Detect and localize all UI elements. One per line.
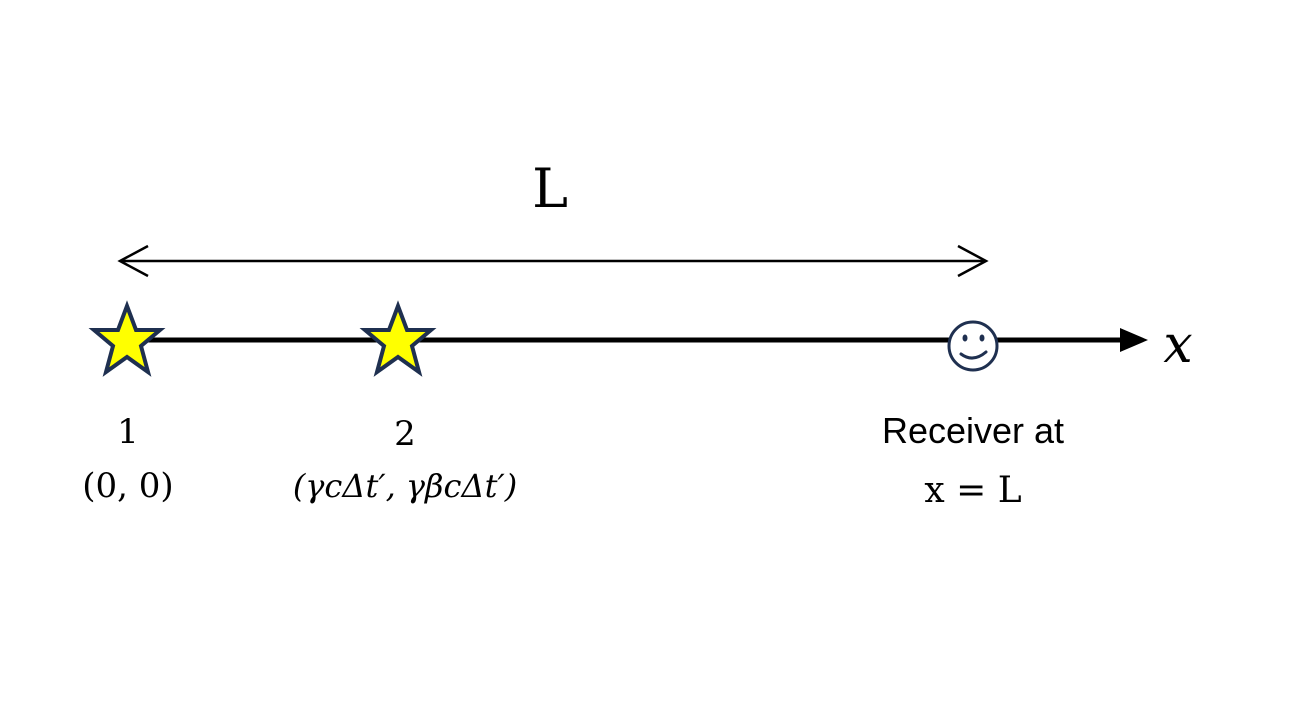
event-1-number: 1	[117, 412, 139, 452]
event-2-coords: (γcΔt′, γβcΔt′)	[293, 467, 517, 505]
event-2-number: 2	[394, 414, 416, 454]
distance-label: L	[532, 157, 568, 220]
distance-arrow	[117, 244, 989, 278]
receiver-label-line1: Receiver at	[882, 410, 1064, 451]
receiver-smiley-icon	[947, 320, 999, 372]
event-2-star-icon	[359, 300, 437, 377]
receiver-label-line2: x = L	[924, 470, 1021, 511]
axis-label: x	[1163, 315, 1192, 375]
event-1-star-icon	[88, 300, 166, 377]
event-1-coords: (0, 0)	[82, 466, 173, 506]
